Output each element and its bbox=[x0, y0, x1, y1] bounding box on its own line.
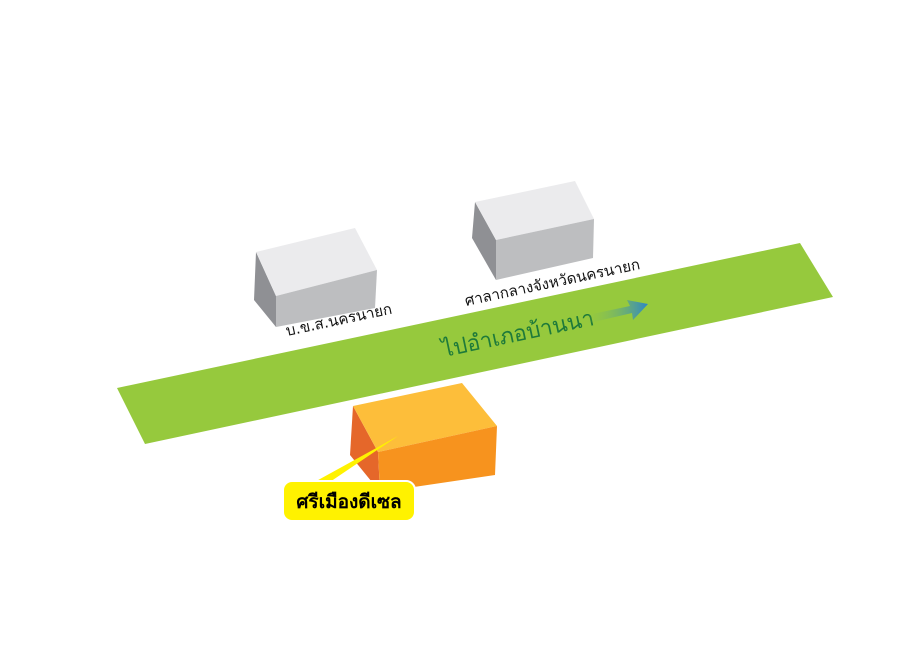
arrow-right-icon bbox=[583, 300, 648, 324]
destination-callout: ศรีเมืองดีเซล bbox=[282, 436, 416, 522]
road bbox=[117, 243, 833, 444]
destination-building bbox=[350, 383, 497, 492]
landmark-city-hall-building bbox=[472, 181, 594, 280]
destination-label: ศรีเมืองดีเซล bbox=[296, 491, 401, 513]
landmark-bus-terminal-building bbox=[254, 228, 377, 327]
